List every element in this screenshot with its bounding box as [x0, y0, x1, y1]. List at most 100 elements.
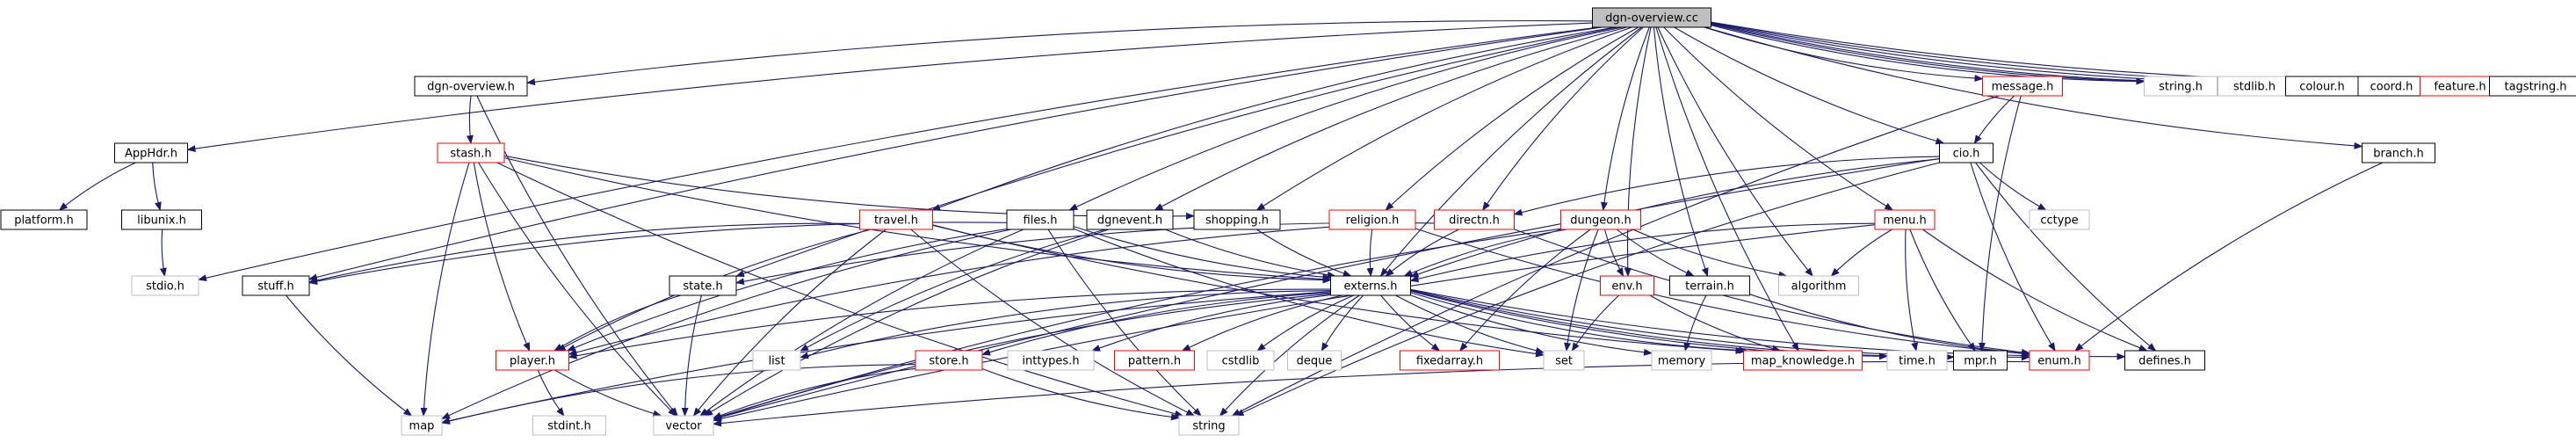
edge-travel-to-stuff [308, 222, 860, 284]
node-directn[interactable]: directn.h [1434, 209, 1515, 230]
node-box-pattern [1114, 350, 1195, 371]
node-coord[interactable]: coord.h [2357, 76, 2426, 97]
edge-dungeon-to-fixedarray [1459, 229, 1591, 352]
node-enumh[interactable]: enum.h [2029, 350, 2090, 371]
node-box-cio [1939, 142, 1994, 163]
node-dgnoverviewh[interactable]: dgn-overview.h [414, 76, 528, 97]
node-box-stdio [131, 275, 199, 296]
node-box-externs [1330, 275, 1411, 296]
node-label-religion: religion.h [1346, 214, 1400, 228]
edge-externs-to-memory [1410, 294, 1653, 356]
node-libunix[interactable]: libunix.h [121, 209, 202, 230]
node-box-store [915, 350, 983, 371]
node-label-platform: platform.h [14, 214, 74, 228]
node-feature[interactable]: feature.h [2420, 76, 2500, 97]
node-travel[interactable]: travel.h [859, 209, 933, 230]
node-box-map [401, 415, 443, 436]
edge-store-to-string [981, 367, 1180, 421]
node-box-memory [1651, 350, 1712, 371]
node-stdio[interactable]: stdio.h [131, 275, 199, 296]
edge-externs-to-vector [713, 293, 1331, 421]
node-vector[interactable]: vector [653, 415, 714, 436]
node-mapknow[interactable]: map_knowledge.h [1743, 350, 1863, 371]
node-timeh[interactable]: time.h [1886, 350, 1948, 371]
node-cctype[interactable]: cctype [2029, 209, 2090, 230]
node-list[interactable]: list [752, 350, 801, 371]
node-cio[interactable]: cio.h [1939, 142, 1994, 163]
edge-cio-to-externs [1409, 158, 1940, 278]
node-dungeon[interactable]: dungeon.h [1560, 209, 1641, 230]
node-stash[interactable]: stash.h [437, 142, 505, 163]
node-shopping[interactable]: shopping.h [1193, 209, 1281, 230]
edge-state-to-player [554, 294, 682, 352]
edge-shopping-to-externs [1255, 229, 1352, 277]
node-label-colour: colour.h [2299, 81, 2344, 94]
node-message[interactable]: message.h [1982, 76, 2063, 97]
edge-root-to-dungeon [1600, 26, 1650, 211]
node-label-feature: feature.h [2434, 81, 2486, 94]
node-state[interactable]: state.h [669, 275, 737, 296]
node-box-env [1600, 275, 1654, 296]
edge-menu-to-externs [1409, 222, 1876, 283]
node-label-env: env.h [1611, 280, 1642, 294]
edge-externs-to-timeh [1410, 290, 1888, 360]
node-menu[interactable]: menu.h [1874, 209, 1936, 230]
node-stdint[interactable]: stdint.h [532, 415, 606, 436]
node-box-mpr [1953, 350, 2008, 371]
edge-travel-to-vector [692, 229, 886, 417]
node-label-pattern: pattern.h [1128, 355, 1181, 368]
node-env[interactable]: env.h [1600, 275, 1654, 296]
node-label-algorithm: algorithm [1791, 280, 1847, 294]
node-box-algorithm [1778, 275, 1859, 296]
node-box-timeh [1886, 350, 1948, 371]
node-label-stdio: stdio.h [146, 280, 185, 294]
node-branch[interactable]: branch.h [2362, 142, 2435, 163]
node-dgnevent[interactable]: dgnevent.h [1086, 209, 1174, 230]
node-box-branch [2362, 142, 2435, 163]
node-stdlib[interactable]: stdlib.h [2218, 76, 2291, 97]
node-box-stash [437, 142, 505, 163]
node-box-apphdr [114, 142, 188, 163]
node-map[interactable]: map [401, 415, 443, 436]
node-files[interactable]: files.h [1006, 209, 1075, 230]
node-apphdr[interactable]: AppHdr.h [114, 142, 188, 163]
node-stuff[interactable]: stuff.h [242, 275, 310, 296]
node-tagstring[interactable]: tagstring.h [2489, 76, 2576, 97]
node-terrain[interactable]: terrain.h [1669, 275, 1750, 296]
edge-externs-to-map [441, 291, 1331, 425]
node-box-platform [0, 209, 88, 230]
node-set[interactable]: set [1543, 350, 1585, 371]
node-pattern[interactable]: pattern.h [1114, 350, 1195, 371]
edge-externs-to-pattern [1181, 294, 1343, 352]
edge-root-to-stuff [308, 26, 1603, 281]
node-player[interactable]: player.h [496, 350, 569, 371]
node-string[interactable]: string [1178, 415, 1240, 436]
node-externs[interactable]: externs.h [1330, 275, 1411, 296]
node-deque[interactable]: deque [1287, 350, 1342, 371]
node-label-fixedarray: fixedarray.h [1416, 355, 1483, 368]
node-box-stuff [242, 275, 310, 296]
node-label-message: message.h [1992, 81, 2054, 94]
node-inttypes[interactable]: inttypes.h [1007, 350, 1095, 371]
node-platform[interactable]: platform.h [0, 209, 88, 230]
edge-externs-to-mapknow [1410, 292, 1748, 354]
node-label-dgnevent: dgnevent.h [1097, 214, 1162, 228]
node-defines[interactable]: defines.h [2124, 350, 2205, 371]
node-religion[interactable]: religion.h [1328, 209, 1416, 230]
edge-store-to-map [441, 364, 916, 425]
node-mpr[interactable]: mpr.h [1953, 350, 2008, 371]
node-box-defines [2124, 350, 2205, 371]
node-colour[interactable]: colour.h [2285, 76, 2359, 97]
edge-root-to-externs [1379, 26, 1642, 277]
node-memory[interactable]: memory [1651, 350, 1712, 371]
edge-externs-to-fixedarray [1380, 294, 1441, 352]
node-label-deque: deque [1297, 355, 1333, 368]
node-label-player: player.h [510, 355, 555, 368]
node-fixedarray[interactable]: fixedarray.h [1400, 350, 1500, 371]
node-box-religion [1328, 209, 1416, 230]
node-stringh[interactable]: string.h [2144, 76, 2218, 97]
node-store[interactable]: store.h [915, 350, 983, 371]
node-algorithm[interactable]: algorithm [1778, 275, 1859, 296]
node-cstdlib[interactable]: cstdlib [1206, 350, 1275, 371]
edge-root-to-message [1704, 26, 1984, 83]
